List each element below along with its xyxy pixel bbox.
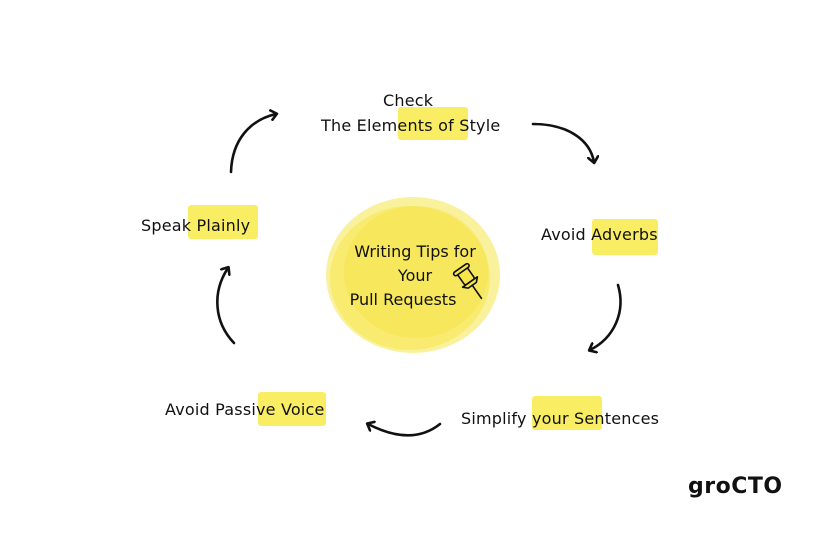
center-title-line1: Writing Tips for <box>354 242 476 261</box>
arrow-left <box>216 268 236 345</box>
highlight-passive <box>258 392 326 426</box>
step-avoid-adverbs-label: Avoid Adverbs <box>541 225 658 244</box>
arrow-top-right <box>531 122 594 162</box>
arrow-right <box>590 283 622 350</box>
center-blob <box>326 197 500 353</box>
step-speak-plainly-label: Speak Plainly <box>141 216 251 235</box>
arrow-bottom <box>368 424 442 437</box>
center-title-line2: Your <box>397 266 433 285</box>
center-title-line3: Pull Requests <box>349 290 457 309</box>
highlight-plainly <box>188 205 258 239</box>
brand-logo: groCTO <box>688 474 783 499</box>
highlight-adverbs <box>592 219 658 255</box>
center-title: Writing Tips for Your Pull Requests <box>320 240 510 312</box>
pushpin-icon <box>452 262 483 300</box>
step-avoid-passive-label: Avoid Passive Voice <box>165 400 325 419</box>
arrow-top-left <box>229 114 276 174</box>
highlight-style <box>398 107 468 140</box>
highlight-your-sen <box>532 396 602 430</box>
step-simplify-label: Simplify your Sentences <box>461 409 660 428</box>
step-check-label-line1: Check <box>383 91 434 110</box>
step-check-label-line2: The Elements of Style <box>321 116 501 135</box>
